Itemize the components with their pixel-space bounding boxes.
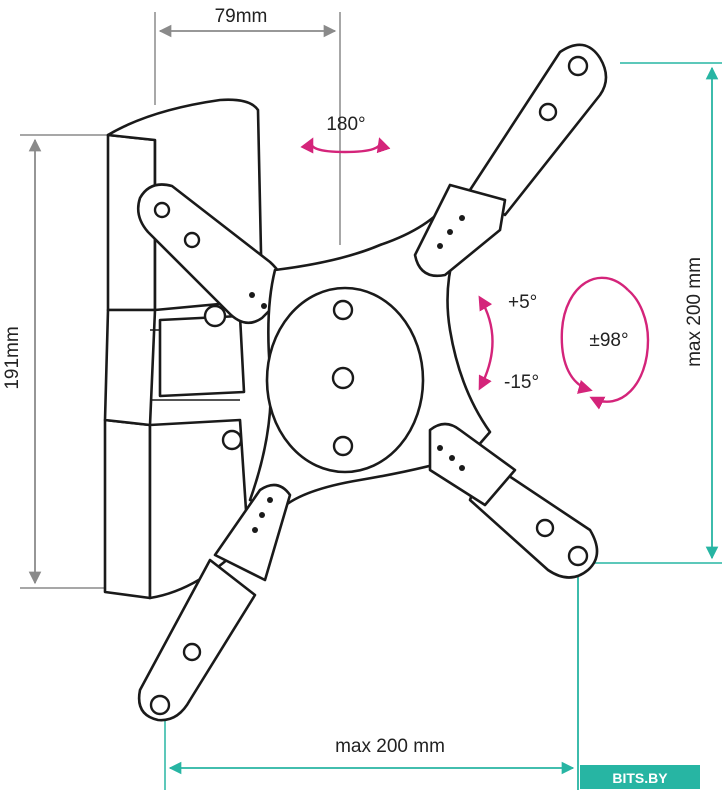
arm-top-right xyxy=(413,43,608,278)
vesa-vertical-label: max 200 mm xyxy=(684,257,705,367)
tilt-up-label: +5° xyxy=(508,292,537,313)
tilt-indicator: +5° -15° xyxy=(478,292,539,393)
depth-dimension: 79mm xyxy=(154,6,341,245)
rotation-indicator: ±98° xyxy=(560,276,650,410)
depth-label: 79mm xyxy=(215,6,268,27)
swivel-indicator: 180° xyxy=(300,114,391,154)
swivel-label: 180° xyxy=(326,114,365,135)
tilt-down-label: -15° xyxy=(504,372,539,393)
height-label: 191mm xyxy=(2,326,23,389)
vesa-vertical-dimension: max 200 mm xyxy=(585,62,722,564)
height-dimension: 191mm xyxy=(2,134,115,589)
vesa-horizontal-dimension: max 200 mm xyxy=(164,572,579,790)
vesa-horizontal-label: max 200 mm xyxy=(335,736,445,757)
rotation-label: ±98° xyxy=(589,330,628,351)
watermark-badge: BITS.BY xyxy=(580,765,700,789)
arm-bottom-left xyxy=(137,483,292,722)
watermark-text: BITS.BY xyxy=(612,770,668,786)
arm-bottom-right xyxy=(428,422,599,579)
